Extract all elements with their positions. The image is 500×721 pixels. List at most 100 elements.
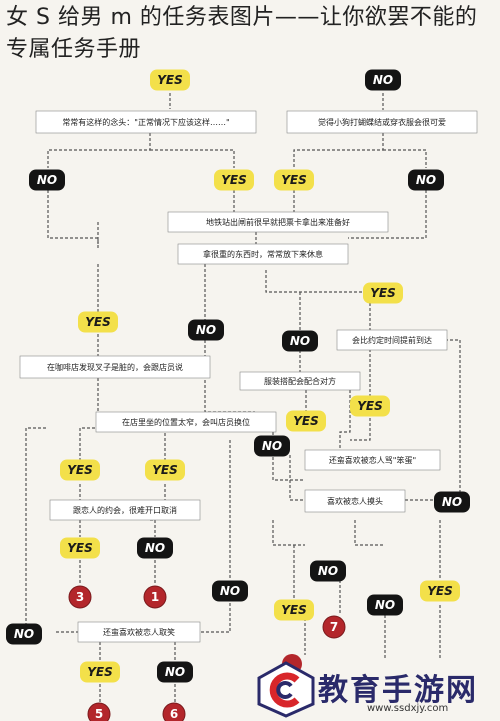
answer-label: NO: [145, 541, 165, 555]
no-answer: NO: [434, 491, 470, 513]
connector-line: [272, 520, 305, 546]
result-number: 5: [95, 707, 103, 721]
page-title: 女 S 给男 m 的任务表图片——让你欲罢不能的专属任务手册: [6, 5, 478, 62]
result-badge: 1: [143, 585, 167, 609]
question-box: 会比约定时间提前到达: [336, 329, 448, 351]
question-text: 还蛮喜欢被恋人取笑: [103, 627, 175, 637]
no-answer: NO: [188, 319, 224, 341]
no-answer: NO: [6, 623, 42, 645]
question-text: 觉得小狗打蝴蝶结或穿衣服会很可爱: [318, 117, 446, 127]
answer-label: NO: [14, 627, 34, 641]
question-text: 地铁站出闸前很早就把票卡拿出来准备好: [206, 217, 350, 227]
connector-line: [350, 418, 371, 441]
connector-line: [150, 519, 156, 537]
connector-line: [79, 427, 140, 460]
connector-line: [289, 455, 305, 501]
answer-label: NO: [37, 173, 57, 187]
question-text: 会比约定时间提前到达: [352, 335, 432, 345]
connector-line: [293, 133, 384, 168]
question-box: 地铁站出闸前很早就把票卡拿出来准备好: [167, 211, 389, 233]
question-text: 跟恋人的约会，很难开口取消: [73, 505, 177, 515]
answer-label: YES: [85, 315, 111, 329]
yes-answer: YES: [420, 580, 460, 602]
answer-label: NO: [262, 439, 282, 453]
question-box: 服装搭配会配合对方: [239, 371, 361, 391]
result-badge: 6: [162, 702, 186, 721]
watermark-url: www.ssdxjy.com: [367, 703, 449, 714]
question-text: 在店里坐的位置太窄，会叫店员换位: [122, 417, 250, 427]
no-answer: NO: [367, 594, 403, 616]
question-box: 拿很重的东西时，常常放下来休息: [177, 243, 349, 265]
connector-line: [25, 427, 46, 630]
yes-answer: YES: [145, 459, 185, 481]
answer-label: YES: [293, 414, 319, 428]
answer-label: YES: [157, 73, 183, 87]
question-box: 在店里坐的位置太窄，会叫店员换位: [95, 411, 277, 433]
question-box: 喜欢被恋人摸头: [304, 489, 406, 513]
answer-label: NO: [442, 495, 462, 509]
result-number: 3: [76, 590, 84, 604]
question-box: 常常有这样的念头："正常情况下应该这样……": [35, 110, 257, 134]
yes-answer: YES: [60, 537, 100, 559]
yes-answer: YES: [274, 599, 314, 621]
no-answer: NO: [254, 435, 290, 457]
yes-answer: YES: [214, 169, 254, 191]
connector-line: [47, 133, 151, 168]
connector-line: [150, 149, 235, 168]
answer-label: YES: [221, 173, 247, 187]
no-answer: NO: [282, 330, 318, 352]
question-box: 觉得小狗打蝴蝶结或穿衣服会很可爱: [286, 110, 478, 134]
answer-label: YES: [87, 665, 113, 679]
answer-label: YES: [370, 286, 396, 300]
question-box: 在咖啡店发现叉子是脏的，会跟店员说: [19, 355, 211, 379]
answer-label: NO: [375, 598, 395, 612]
result-number: 7: [330, 620, 338, 634]
question-text: 常常有这样的念头："正常情况下应该这样……": [62, 117, 229, 127]
question-text: 拿很重的东西时，常常放下来休息: [203, 249, 323, 259]
answer-label: YES: [67, 541, 93, 555]
question-text: 在咖啡店发现叉子是脏的，会跟店员说: [47, 362, 183, 372]
yes-answer: YES: [363, 282, 403, 304]
answer-label: NO: [165, 665, 185, 679]
answer-label: NO: [220, 584, 240, 598]
no-answer: NO: [157, 661, 193, 683]
yes-answer: YES: [150, 69, 190, 91]
watermark-text: 教育手游网: [318, 673, 478, 708]
answer-label: NO: [290, 334, 310, 348]
connector-line: [440, 339, 461, 500]
answer-label: NO: [416, 173, 436, 187]
connector-line: [47, 190, 99, 250]
yes-answer: YES: [60, 459, 100, 481]
yes-answer: YES: [80, 661, 120, 683]
result-badge: 7: [322, 615, 346, 639]
question-text: 服装搭配会配合对方: [264, 376, 336, 386]
result-badge: 5: [87, 702, 111, 721]
connector-line: [369, 344, 381, 398]
no-answer: NO: [212, 580, 248, 602]
connector-line: [354, 520, 385, 546]
watermark-logo-icon: [257, 661, 315, 718]
connector-line: [339, 390, 351, 450]
no-answer: NO: [310, 560, 346, 582]
answer-label: NO: [318, 564, 338, 578]
no-answer: NO: [365, 69, 401, 91]
no-answer: NO: [137, 537, 173, 559]
answer-label: YES: [152, 463, 178, 477]
connector-line: [348, 190, 427, 239]
answer-label: YES: [357, 399, 383, 413]
answer-label: NO: [373, 73, 393, 87]
answer-label: YES: [281, 603, 307, 617]
yes-answer: YES: [286, 410, 326, 432]
question-text: 还蛮喜欢被恋人骂"笨蛋": [329, 455, 416, 465]
result-badge: 3: [68, 585, 92, 609]
answer-label: YES: [427, 584, 453, 598]
yes-answer: YES: [350, 395, 390, 417]
result-number: 1: [151, 590, 159, 604]
answer-label: NO: [196, 323, 216, 337]
connector-line: [383, 149, 427, 168]
connector-line: [200, 603, 231, 633]
yes-answer: YES: [274, 169, 314, 191]
question-box: 跟恋人的约会，很难开口取消: [49, 499, 201, 521]
yes-answer: YES: [78, 311, 118, 333]
